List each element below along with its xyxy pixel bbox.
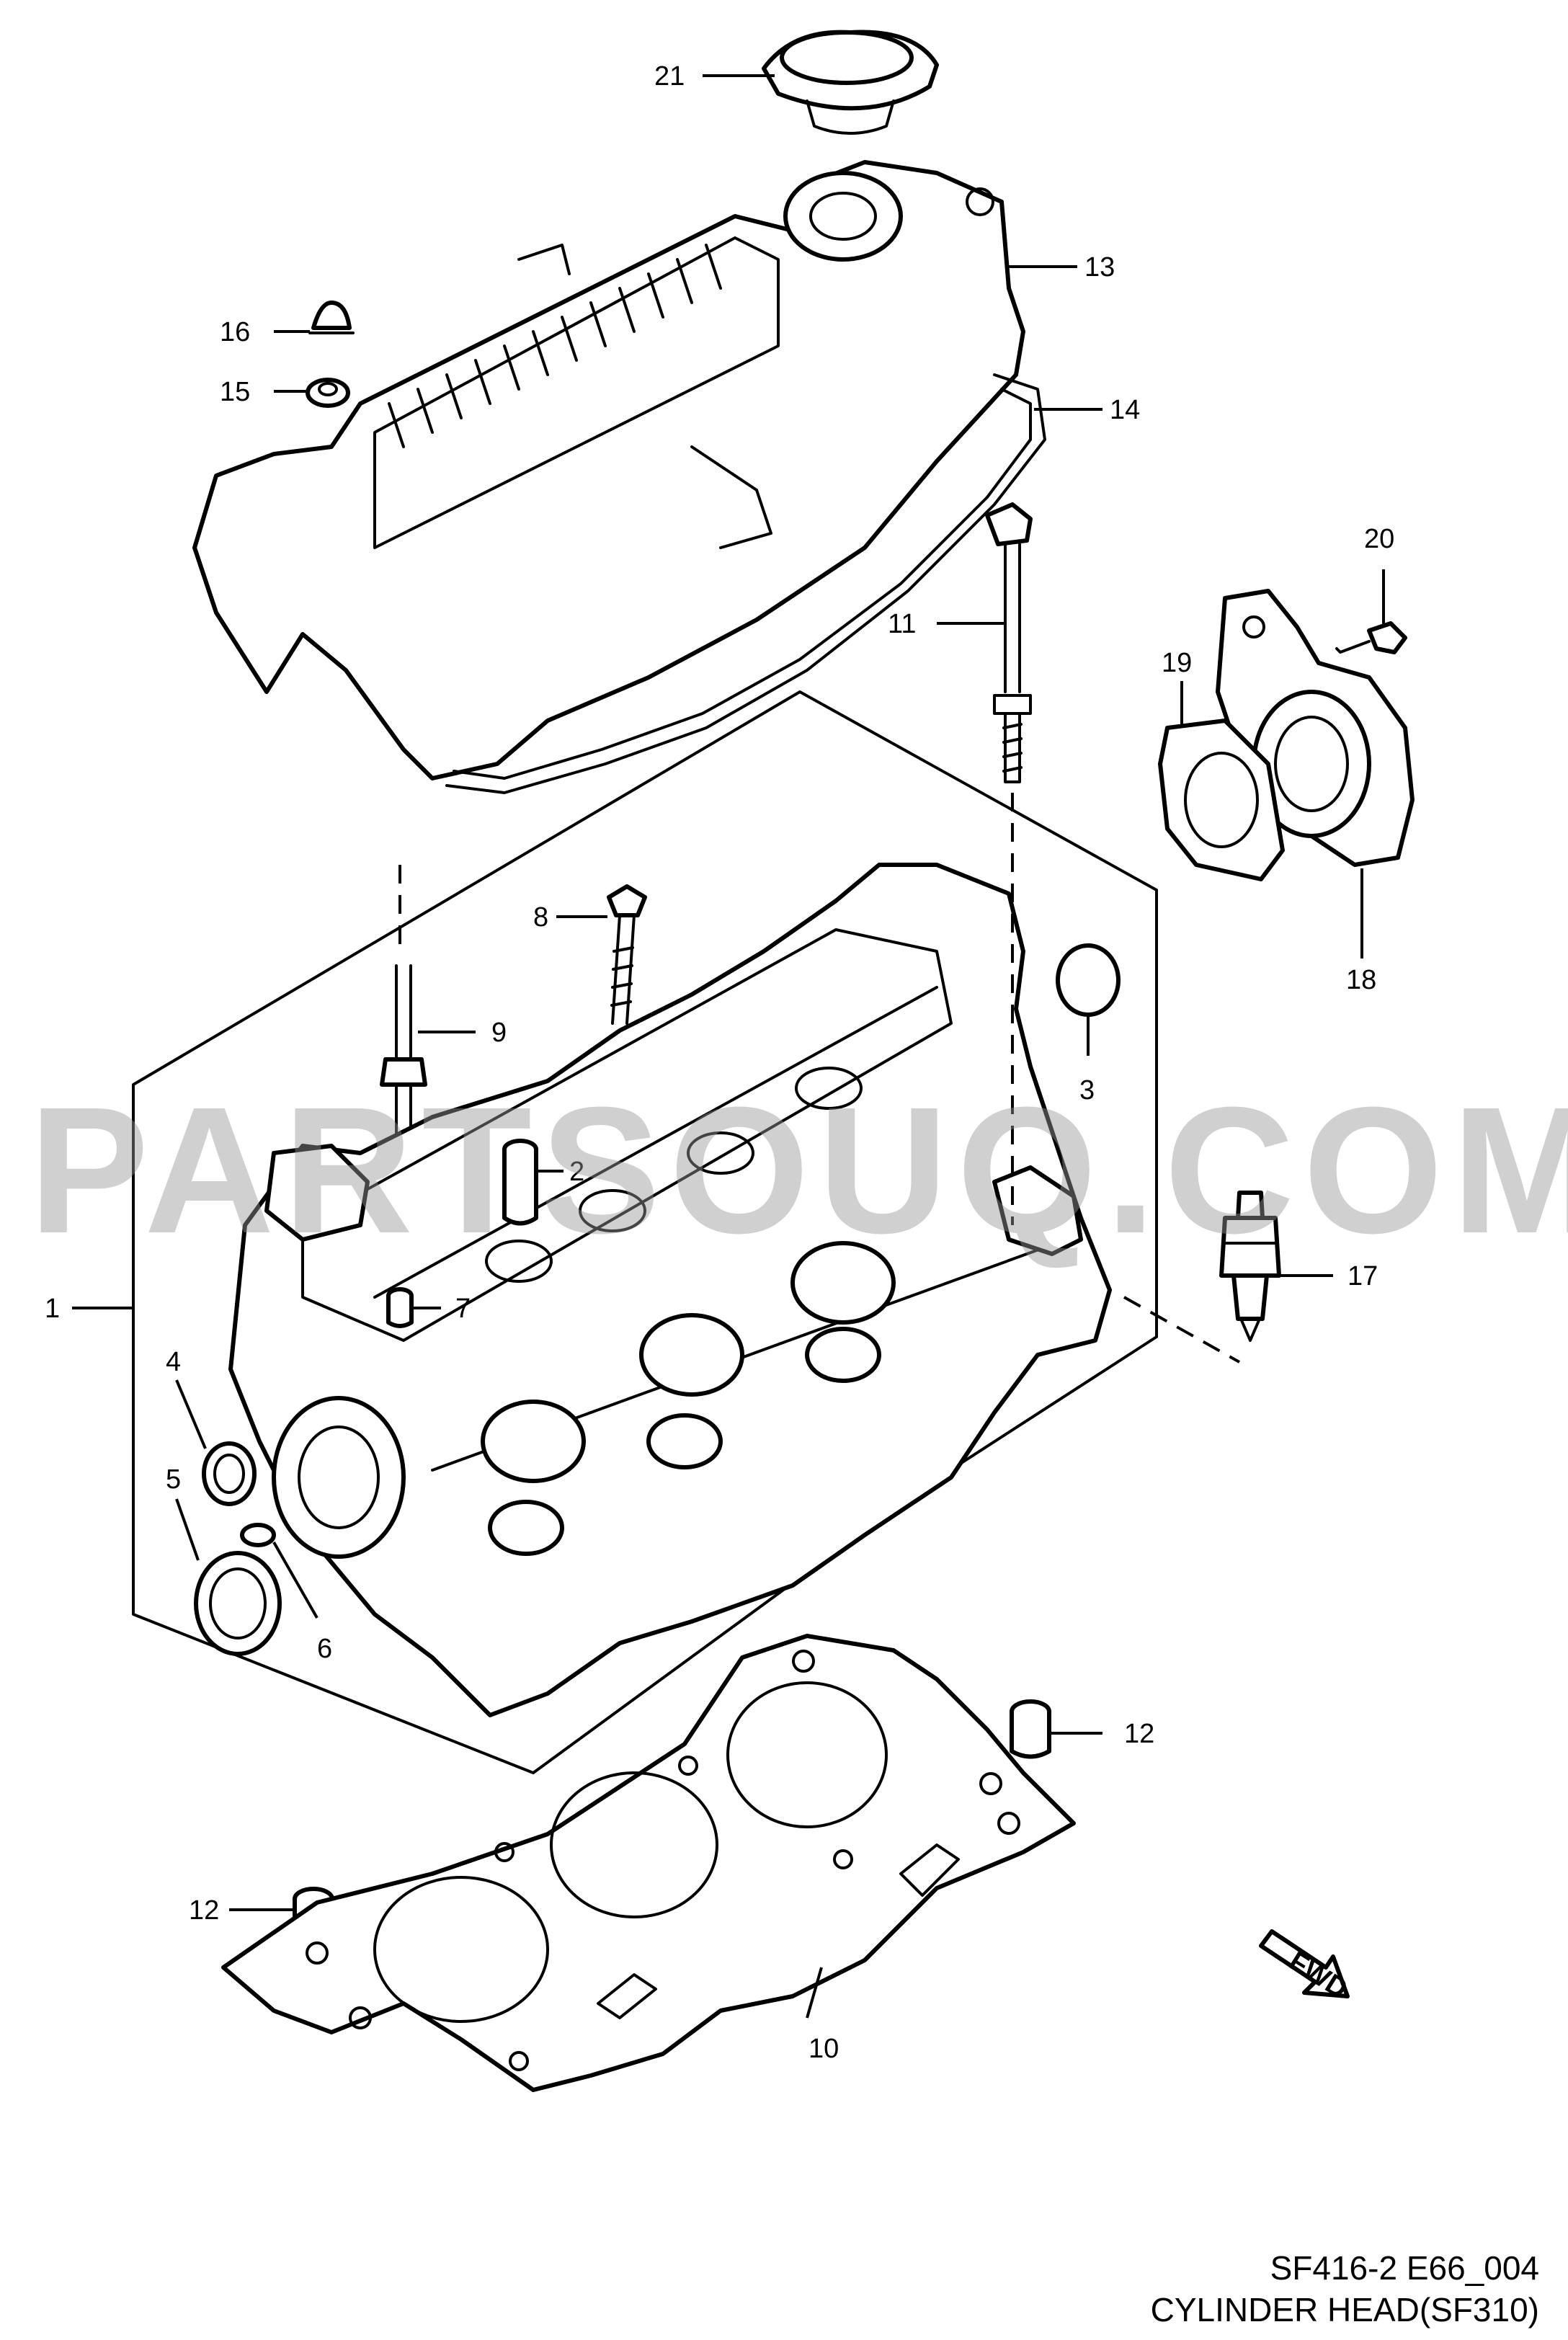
camshaft-oil-seal-large	[194, 1551, 282, 1656]
oil-filler-cap	[762, 30, 939, 135]
callout-8: 8	[533, 902, 548, 933]
callout-14: 14	[1110, 395, 1140, 425]
callout-16: 16	[220, 317, 250, 347]
cylinder-head	[228, 863, 1112, 1717]
head-cover-gasket	[445, 373, 1046, 794]
callout-1: 1	[45, 1294, 60, 1324]
leader-lines	[72, 74, 1385, 2019]
cylinder-head-cover	[192, 160, 1025, 780]
callout-5: 5	[166, 1464, 181, 1495]
camshaft-housing-bolt	[607, 884, 647, 1025]
callout-4: 4	[166, 1347, 181, 1377]
cylinder-head-gasket	[221, 1634, 1076, 2092]
callout-13: 13	[1084, 252, 1115, 283]
callout-19: 19	[1162, 648, 1192, 678]
forward-direction-arrow: FWD	[1259, 1929, 1353, 2005]
head-plug	[240, 1523, 276, 1547]
callout-15: 15	[220, 377, 250, 407]
callout-7: 7	[455, 1294, 471, 1324]
cylinder-head-bolt	[985, 502, 1033, 783]
diagram-title: CYLINDER HEAD(SF310)	[1150, 2291, 1539, 2328]
callout-3: 3	[1079, 1075, 1095, 1106]
locating-pin-right	[1010, 1699, 1051, 1759]
diagram-code: SF416-2 E66_004	[1270, 2249, 1539, 2287]
head-cover-grommet	[308, 301, 355, 334]
callout-20: 20	[1364, 524, 1394, 554]
callout-12-left: 12	[189, 1895, 219, 1926]
callout-10: 10	[808, 2034, 839, 2064]
spark-plug	[1219, 1191, 1281, 1342]
callout-2: 2	[569, 1157, 584, 1187]
callout-9: 9	[491, 1018, 507, 1048]
callout-21: 21	[654, 61, 685, 92]
callout-12-right: 12	[1124, 1719, 1154, 1749]
callout-labels: 21 13 14 16 15 20 11 19 18 8 9 3 2 17 1 …	[45, 61, 1394, 2064]
head-cover-seal-washer	[306, 378, 350, 408]
knock-pin	[386, 1287, 414, 1328]
callout-17: 17	[1348, 1261, 1378, 1291]
callout-11: 11	[888, 609, 916, 639]
camshaft-oil-seal-small	[202, 1441, 257, 1506]
cover-stud	[380, 964, 427, 1162]
camshaft-end-plug	[1056, 943, 1121, 1017]
callout-6: 6	[317, 1634, 332, 1664]
thermostat-case-bolt	[1335, 621, 1407, 654]
callout-18: 18	[1346, 965, 1376, 995]
cylinder-head-assy-box	[132, 690, 1158, 1774]
thermostat-case-gasket	[1158, 719, 1285, 881]
dowel-pin	[502, 1139, 538, 1226]
